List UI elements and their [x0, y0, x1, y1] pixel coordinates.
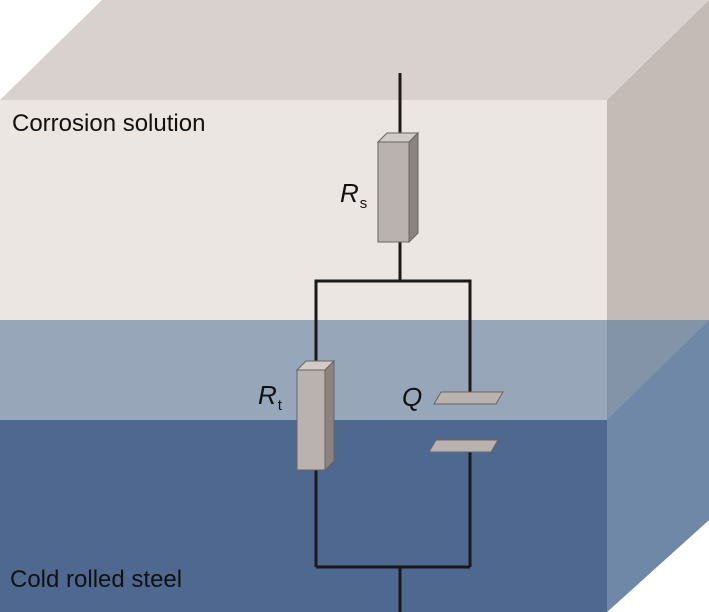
solution-resistor: [376, 131, 420, 244]
rs-symbol: R: [340, 178, 359, 208]
circuit-wires: [314, 73, 472, 612]
rs-subscript: s: [359, 195, 368, 212]
solution-side-face: [607, 0, 709, 420]
rt-label: Rt: [258, 380, 282, 414]
cold-rolled-steel-label: Cold rolled steel: [10, 566, 183, 593]
corrosion-solution-label: Corrosion solution: [12, 110, 206, 137]
solution-top-face: [0, 0, 709, 100]
capacitor: [428, 391, 504, 453]
rs-label: Rs: [340, 178, 368, 212]
rt-symbol: R: [258, 380, 277, 410]
transfer-resistor: [295, 359, 336, 472]
steel-side-face-lower: [607, 320, 709, 612]
wire-top-junction: [314, 279, 472, 392]
capacitor-upper-plate: [433, 391, 504, 405]
capacitor-lower-plate: [428, 439, 499, 453]
rt-subscript: t: [277, 397, 282, 414]
q-label: Q: [402, 382, 423, 412]
